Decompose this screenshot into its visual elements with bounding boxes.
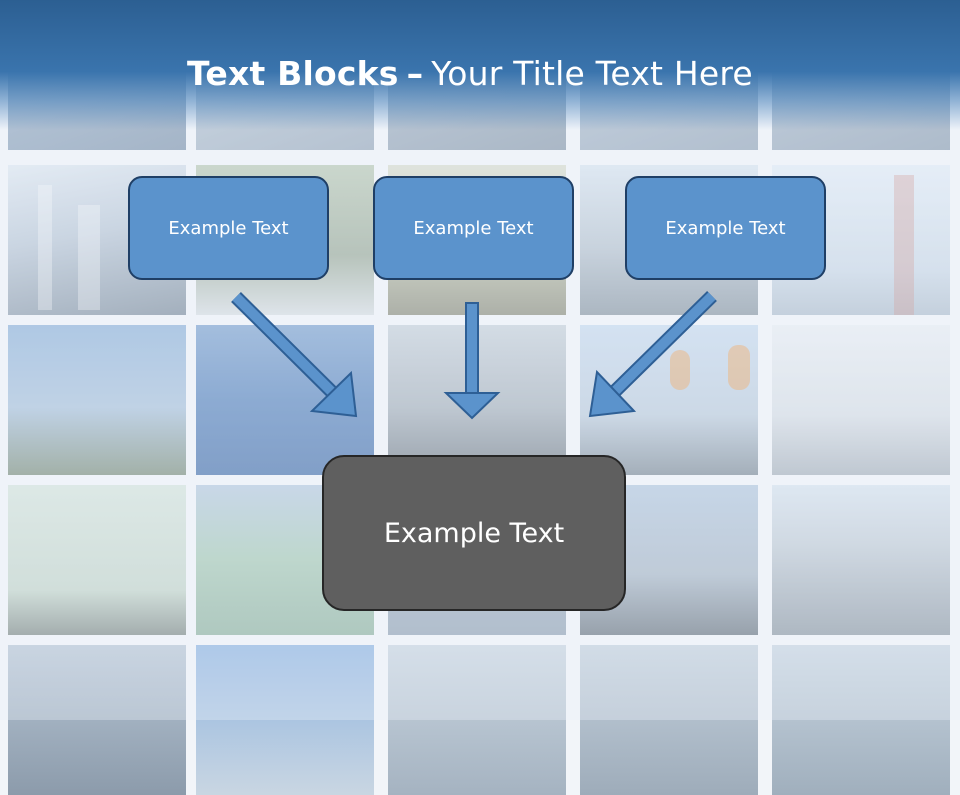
text-block-2[interactable]: Example Text [373,176,574,280]
center-text-block[interactable]: Example Text [322,455,626,611]
arrows-layer [231,291,717,420]
text-block-3[interactable]: Example Text [625,176,826,280]
slide-title: Text Blocks–Your Title Text Here [0,54,940,93]
text-block-3-label: Example Text [665,217,786,239]
text-block-1-label: Example Text [168,217,289,239]
arrow-center-down [443,302,501,420]
center-text-block-label: Example Text [383,517,565,549]
photo-tile [8,485,186,635]
photo-tile [772,325,950,475]
title-regular-part: Your Title Text Here [431,54,753,93]
arrow-left-diagonal [231,292,358,418]
photo-tile [772,485,950,635]
photo-tile [8,325,186,475]
title-bold-part: Text Blocks [187,54,399,93]
title-band [0,0,960,130]
text-block-2-label: Example Text [413,217,534,239]
text-block-1[interactable]: Example Text [128,176,329,280]
title-dash: – [406,54,424,93]
arrow-right-diagonal [588,291,717,418]
